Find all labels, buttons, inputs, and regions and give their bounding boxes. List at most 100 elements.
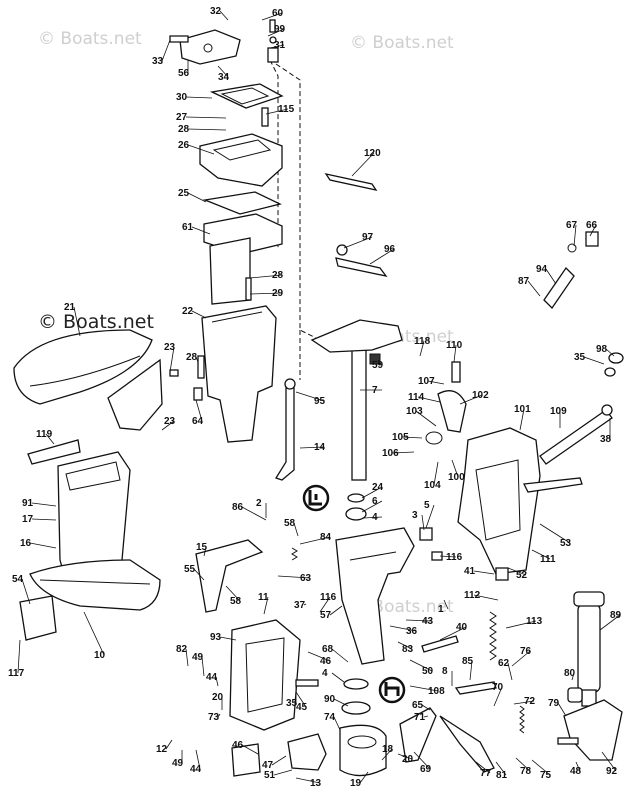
callout-leader bbox=[333, 716, 341, 731]
callout-leader bbox=[381, 748, 393, 761]
callout-leader bbox=[73, 306, 81, 337]
part-callout-number: 52 bbox=[516, 570, 528, 581]
callout-leader bbox=[539, 523, 571, 544]
callout-leader bbox=[421, 704, 431, 711]
callout-leader bbox=[427, 380, 445, 385]
part-callout-number: 3 bbox=[412, 510, 418, 521]
callout-leader bbox=[557, 702, 567, 717]
callout-leader bbox=[319, 596, 331, 613]
callout-leader bbox=[397, 753, 413, 760]
callout-leader bbox=[359, 771, 369, 784]
callout-leader bbox=[495, 761, 507, 776]
callout-leader bbox=[421, 514, 425, 531]
callout-leader bbox=[187, 128, 227, 131]
callout-leader bbox=[583, 356, 605, 365]
part-callout-number: 114 bbox=[408, 392, 425, 403]
part-callout-number: 50 bbox=[422, 666, 434, 677]
part-callout-number: 120 bbox=[364, 148, 381, 159]
callout-leader bbox=[513, 700, 535, 705]
part-callout-number: 5 bbox=[424, 500, 430, 511]
part-callout-number: 33 bbox=[152, 56, 164, 67]
stern-bracket-starboard bbox=[457, 427, 541, 575]
callout-leader bbox=[201, 656, 205, 677]
tilt-tube bbox=[522, 404, 613, 493]
part-callout-number: 28 bbox=[186, 352, 198, 363]
part-callout-number: 36 bbox=[406, 626, 418, 637]
part-callout-number: 105 bbox=[392, 432, 409, 443]
callout-leader bbox=[473, 570, 495, 575]
callout-leader bbox=[605, 348, 615, 357]
callout-leader bbox=[295, 691, 307, 708]
callout-leader bbox=[191, 226, 211, 235]
callout-leader bbox=[505, 620, 537, 629]
callout-leader bbox=[17, 639, 21, 674]
callout-leader bbox=[507, 662, 513, 681]
part-callout-number: 77 bbox=[480, 768, 492, 779]
callout-leader bbox=[361, 486, 383, 499]
callout-leader bbox=[263, 596, 269, 615]
part-callout-number: 31 bbox=[274, 40, 286, 51]
watermark-text: © Boats.net bbox=[38, 29, 142, 49]
part-callout-number: 99 bbox=[274, 24, 286, 35]
callout-leader bbox=[261, 12, 283, 21]
part-callout-number: 16 bbox=[20, 538, 32, 549]
part-callout-number: 46 bbox=[232, 740, 244, 751]
part-callout-number: 10 bbox=[94, 650, 106, 661]
part-callout-number: 4 bbox=[372, 512, 378, 523]
callout-leader bbox=[241, 744, 259, 755]
part-callout-number: 8 bbox=[442, 666, 448, 677]
part-callout-number: 37 bbox=[294, 600, 306, 611]
callout-leader bbox=[169, 346, 175, 373]
part-callout-number: 25 bbox=[178, 188, 190, 199]
callout-leader bbox=[295, 777, 321, 784]
callout-leader bbox=[419, 340, 425, 357]
part-callout-number: 107 bbox=[418, 376, 435, 387]
part-callout-number: 53 bbox=[560, 538, 572, 549]
part-callout-number: 20 bbox=[402, 754, 414, 765]
callout-leader bbox=[161, 420, 175, 431]
part-callout-number: 44 bbox=[206, 672, 218, 683]
part-callout-number: 45 bbox=[296, 702, 308, 713]
part-callout-number: 55 bbox=[184, 564, 196, 575]
callout-leader bbox=[493, 686, 503, 707]
callout-leader bbox=[369, 248, 395, 265]
part-callout-number: 70 bbox=[492, 682, 504, 693]
part-callout-number: 119 bbox=[36, 429, 53, 440]
callout-leader bbox=[599, 614, 621, 631]
part-callout-number: 71 bbox=[414, 712, 426, 723]
callout-leader bbox=[83, 611, 105, 656]
alignment-lines bbox=[269, 59, 321, 380]
part-callout-number: 51 bbox=[264, 770, 276, 781]
callout-leader bbox=[165, 739, 173, 750]
part-callout-number: 18 bbox=[382, 744, 394, 755]
tilt-cylinder bbox=[557, 591, 623, 761]
callout-leader bbox=[217, 65, 229, 78]
callout-leader bbox=[45, 433, 55, 445]
callout-leader bbox=[343, 236, 373, 249]
callout-leader bbox=[573, 224, 577, 247]
part-callout-number: 102 bbox=[472, 390, 489, 401]
part-callout-number: 24 bbox=[372, 482, 384, 493]
part-callout-number: 116 bbox=[320, 592, 337, 603]
part-callout-number: 27 bbox=[176, 112, 188, 123]
part-callout-number: 95 bbox=[314, 396, 326, 407]
swivel-bracket bbox=[335, 527, 443, 777]
drive-shaft-assembly bbox=[275, 319, 403, 521]
part-callout-number: 97 bbox=[362, 232, 374, 243]
part-callout-number: 86 bbox=[232, 502, 244, 513]
callout-leader bbox=[329, 605, 343, 616]
part-callout-number: 44 bbox=[190, 764, 202, 775]
part-callout-number: 35 bbox=[286, 698, 298, 709]
part-callout-number: 11 bbox=[258, 592, 269, 603]
callout-leader bbox=[451, 459, 459, 478]
callout-leader bbox=[389, 625, 417, 632]
watermark-text: © Boats.net bbox=[350, 33, 454, 53]
callout-leader bbox=[405, 619, 433, 622]
part-callout-number: 72 bbox=[524, 696, 536, 707]
part-callout-number: 111 bbox=[540, 554, 556, 565]
callout-leader bbox=[193, 568, 205, 581]
part-callout-number: 29 bbox=[272, 288, 284, 299]
callout-leader bbox=[303, 603, 307, 606]
callout-leader bbox=[29, 542, 57, 549]
exhaust-cover bbox=[13, 329, 179, 431]
